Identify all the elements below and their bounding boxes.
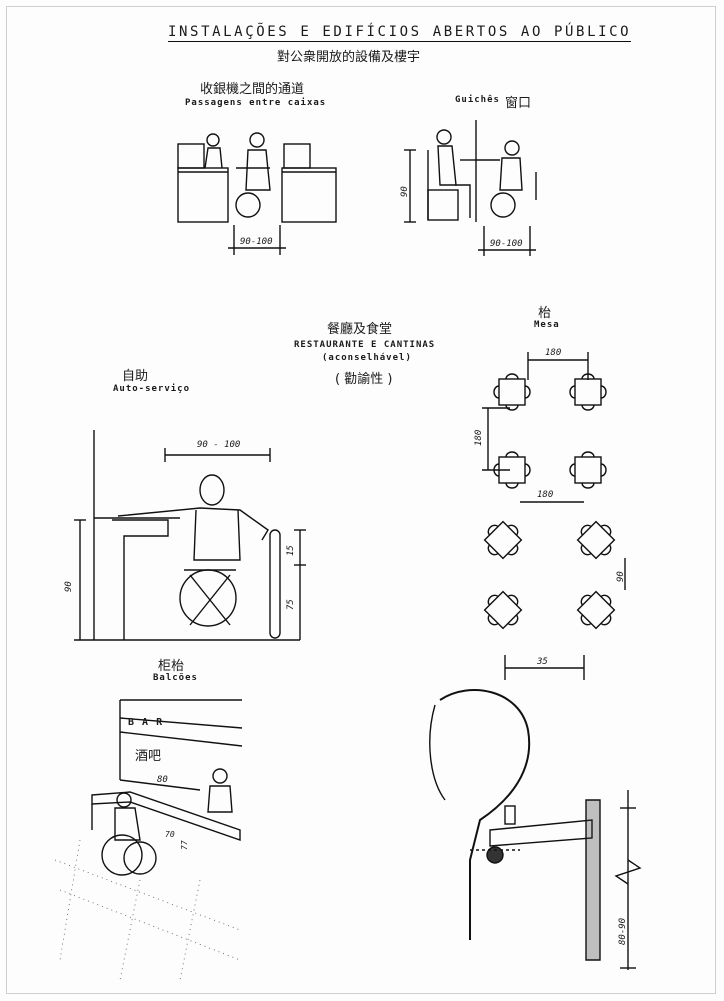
restaurante-label: RESTAURANTE E CANTINAS: [294, 340, 436, 350]
balcoes-label: Balcões: [153, 673, 198, 683]
page-title-cn: 對公衆開放的設備及樓宇: [277, 50, 421, 65]
page-title: INSTALAÇÕES E EDIFÍCIOS ABERTOS AO PÚBLI…: [168, 24, 632, 42]
mesa-dim-side: 180: [474, 429, 484, 446]
balcoes-dim-80: 80: [157, 775, 168, 785]
table-with-chairs: [576, 590, 616, 630]
chair: [581, 404, 595, 411]
chair: [581, 451, 595, 458]
auto-dim-15: 15: [286, 545, 296, 556]
mesa-dim-top: 180: [545, 348, 562, 358]
table-with-chairs: [576, 520, 616, 560]
auto-label-cn: 自助: [122, 369, 149, 384]
chair: [505, 404, 519, 411]
chair: [600, 463, 607, 477]
chair: [505, 451, 519, 458]
chair: [600, 385, 607, 399]
bar-sign: B A R: [128, 717, 164, 728]
chair: [580, 544, 592, 556]
detail-dim-height: 80-90: [618, 917, 628, 945]
guiches-label-cn: 窗口: [505, 96, 532, 111]
chair: [487, 614, 499, 626]
chair: [600, 614, 612, 626]
balcoes-dim-70: 70: [165, 830, 175, 839]
chair: [580, 614, 592, 626]
restaurante-note-cn: ( 勸諭性 ): [335, 372, 393, 387]
balcoes-label-cn: 柜枱: [158, 659, 185, 674]
chair: [487, 524, 499, 536]
restaurante-label-cn: 餐廳及食堂: [327, 322, 393, 337]
chair: [507, 524, 519, 536]
table-with-chairs: [493, 373, 531, 411]
chair: [569, 463, 576, 477]
restaurante-note: (aconselhável): [322, 353, 412, 363]
mesa-dim-mid: 180: [537, 490, 554, 500]
bar-sign-cn: 酒吧: [135, 749, 162, 764]
chair: [507, 594, 519, 606]
chair: [505, 373, 519, 380]
passagens-label: Passagens entre caixas: [185, 98, 327, 108]
chair: [507, 544, 519, 556]
bar-counter-drawing: [54, 699, 243, 981]
guiches-dim-height: 90: [400, 186, 410, 197]
detail-dim-35: 35: [537, 657, 548, 667]
chair: [600, 524, 612, 536]
checkout-passage-drawing: [177, 132, 337, 255]
chair: [487, 594, 499, 606]
chair: [524, 385, 531, 399]
passagens-dim: 90-100: [240, 237, 273, 247]
counter-detail-drawing: [429, 689, 642, 970]
chair: [580, 594, 592, 606]
chair: [505, 482, 519, 489]
table-with-chairs: [483, 520, 523, 560]
mesa-label-cn: 枱: [538, 306, 552, 321]
guiches-dim-width: 90-100: [490, 239, 523, 249]
page-border: [6, 6, 716, 994]
self-service-drawing: [74, 430, 306, 641]
chair: [600, 594, 612, 606]
chair: [581, 482, 595, 489]
chair: [569, 385, 576, 399]
table-with-chairs: [483, 590, 523, 630]
chair: [600, 544, 612, 556]
chair: [487, 544, 499, 556]
chair: [493, 385, 500, 399]
auto-label: Auto-serviço: [113, 384, 191, 394]
table-layout-plan: [482, 352, 626, 680]
auto-dim-75: 75: [286, 599, 296, 610]
chair: [524, 463, 531, 477]
balcoes-dim-77: 77: [180, 840, 189, 850]
table-with-chairs: [569, 451, 607, 489]
mesa-label: Mesa: [534, 320, 560, 330]
mesa-dim-diag: 90: [616, 571, 626, 582]
auto-dim-height: 90: [64, 581, 74, 592]
chair: [507, 614, 519, 626]
chair: [580, 524, 592, 536]
auto-dim-reach: 90 - 100: [197, 440, 241, 450]
passagens-label-cn: 收銀機之間的通道: [200, 82, 305, 97]
guiches-label: Guichês: [455, 95, 500, 105]
counter-window-drawing: [404, 120, 537, 256]
